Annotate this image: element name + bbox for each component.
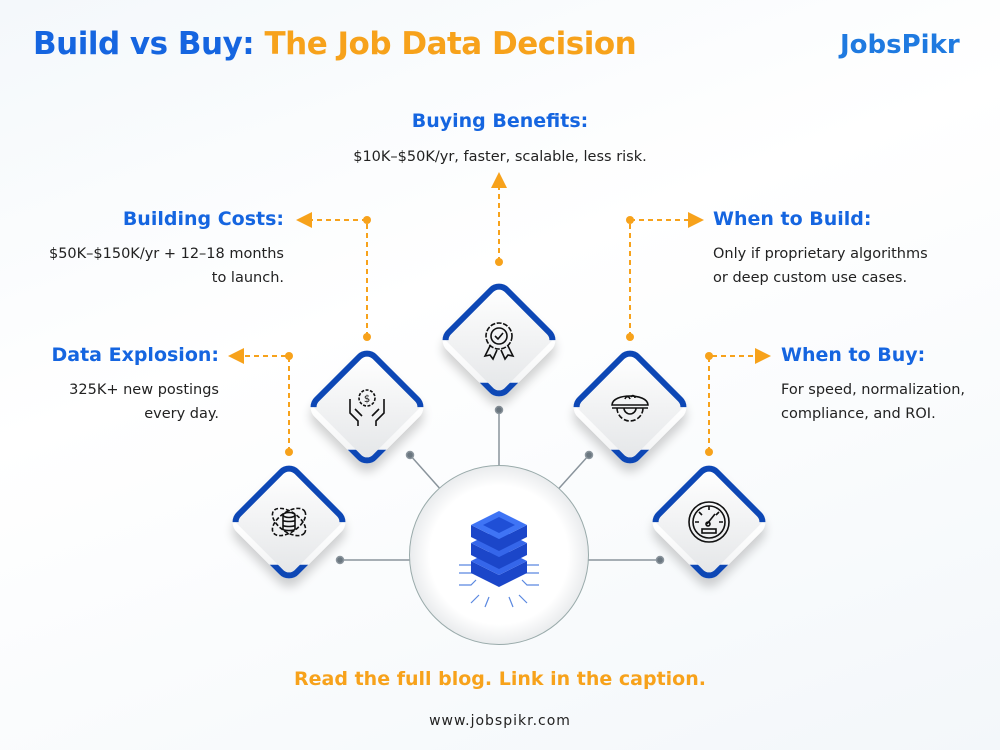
speedometer-icon: [688, 501, 730, 543]
award-badge-icon: [483, 322, 515, 361]
hands-money-gear-icon: $: [349, 389, 385, 426]
svg-text:$: $: [364, 394, 370, 405]
data-explosion-heading: Data Explosion:: [51, 344, 219, 366]
cta-text: Read the full blog. Link in the caption.: [294, 668, 706, 690]
jobspikr-logo: JobsPikr: [840, 30, 960, 60]
database-orbit-icon: [271, 507, 307, 537]
buying-benefits-text: $10K–$50K/yr, faster, scalable, less ris…: [353, 149, 647, 165]
when-to-build-heading: When to Build:: [713, 208, 872, 230]
center-server-circle: [409, 465, 589, 645]
when-to-buy-text: For speed, normalization,compliance, and…: [781, 382, 966, 422]
website-url[interactable]: www.jobspikr.com: [429, 713, 571, 729]
building-costs-heading: Building Costs:: [122, 208, 284, 230]
buying-benefits-heading: Buying Benefits:: [411, 110, 589, 132]
brain-gear-icon: [611, 394, 649, 422]
server-stack-icon: [459, 511, 539, 608]
when-to-buy-heading: When to Buy:: [781, 344, 926, 366]
page-title: Build vs Buy: The Job Data Decision: [33, 26, 637, 62]
